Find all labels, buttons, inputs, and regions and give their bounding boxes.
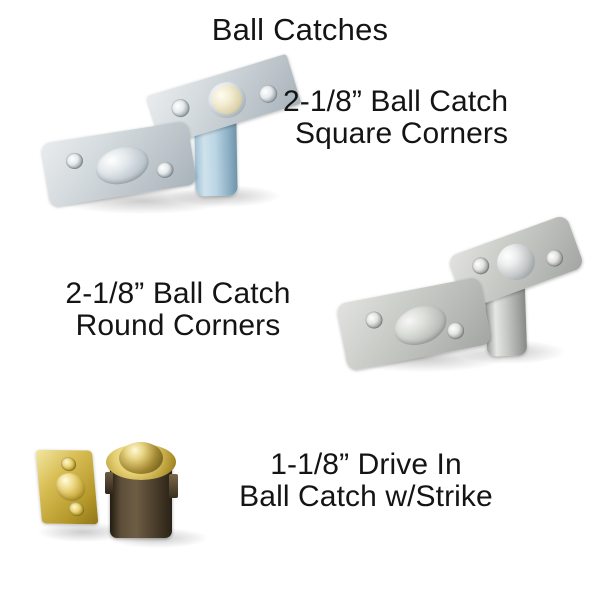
strike-plate [35, 449, 99, 525]
screw-hole [364, 310, 384, 331]
catch-ball [119, 442, 163, 474]
caption-line-1: 1-1/8” Drive In [270, 448, 462, 481]
screw-hole [155, 160, 175, 180]
screw-hole [64, 151, 85, 171]
screw-hole [68, 501, 85, 517]
caption-line-1: 2-1/8” Ball Catch [65, 277, 291, 310]
product-image-drive-in-ball-catch [30, 430, 230, 550]
product-image-round-corner-ball-catch [335, 214, 585, 393]
barrel-tab [169, 474, 178, 498]
screw-hole [169, 96, 192, 120]
strike-plate-bulge [91, 140, 154, 191]
catch-ball [491, 238, 541, 286]
screw-hole [256, 82, 280, 106]
caption-drive-in-ball-catch: 1-1/8” Drive In Ball Catch w/Strike [196, 449, 536, 513]
caption-line-1: 2-1/8” Ball Catch [283, 85, 509, 118]
screw-hole [445, 320, 466, 341]
caption-round-corner-ball-catch: 2-1/8” Ball Catch Round Corners [28, 278, 328, 342]
barrel-tab [105, 472, 113, 494]
caption-line-2: Square Corners [294, 116, 509, 150]
screw-hole [60, 457, 77, 472]
page-title: Ball Catches [211, 12, 389, 47]
product-image-square-corner-ball-catch [40, 53, 302, 230]
strike-plate-bulge [54, 472, 87, 502]
screw-hole [543, 247, 566, 269]
screw-hole [469, 254, 492, 277]
caption-line-2: Ball Catch w/Strike [239, 479, 493, 513]
caption-square-corner-ball-catch: 2-1/8” Ball Catch Square Corners [283, 86, 508, 150]
caption-line-2: Round Corners [75, 308, 281, 342]
strike-plate-bulge [388, 298, 453, 353]
drop-shadow [38, 522, 128, 542]
